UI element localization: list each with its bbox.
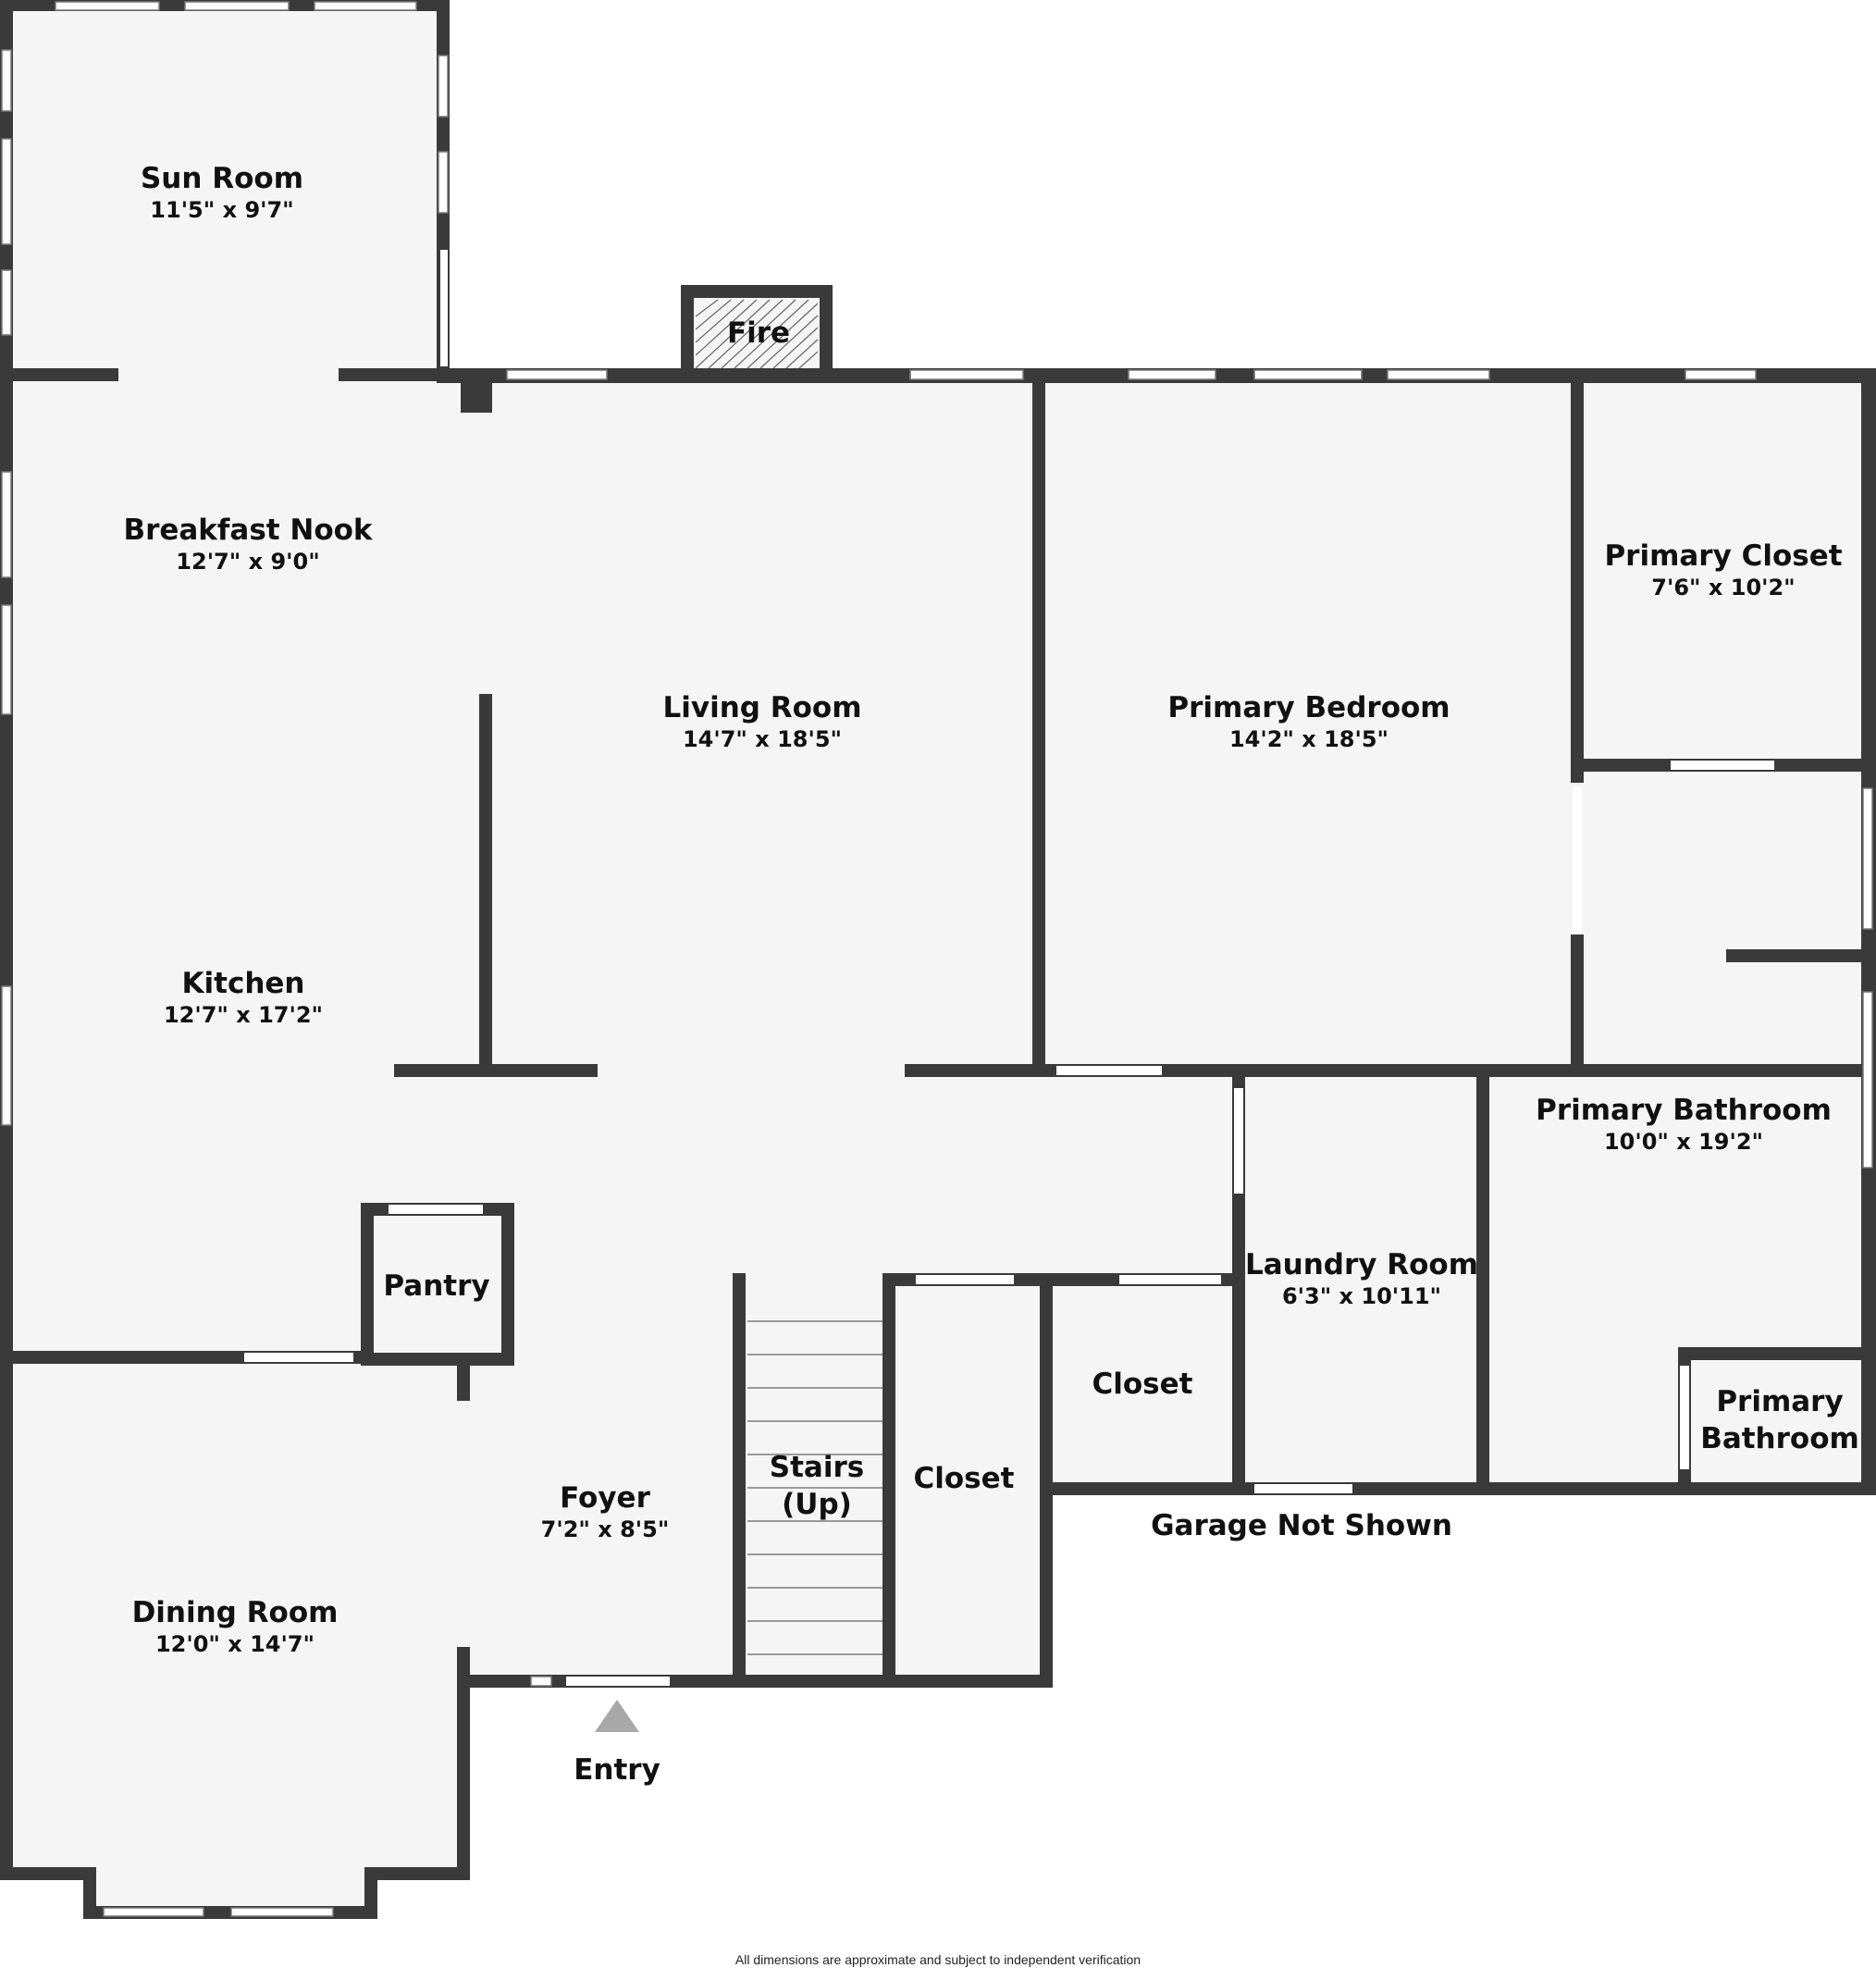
room-name: Living Room <box>662 691 862 724</box>
room-dimensions: 12'7" x 9'0" <box>176 549 320 575</box>
garage-note: Garage Not Shown <box>1151 1508 1452 1543</box>
room-dimensions: 7'2" x 8'5" <box>540 1516 670 1542</box>
room-dimensions: 10'0" x 19'2" <box>1603 1129 1764 1155</box>
room-stairs: Stairs (Up) <box>770 1449 864 1523</box>
room-name: Sun Room <box>140 162 304 195</box>
entry-note: Entry <box>574 1752 660 1788</box>
fireplace-label: Fire <box>727 316 790 351</box>
room-name: Closet <box>913 1462 1015 1495</box>
entry-label: Entry <box>574 1753 660 1787</box>
room-dimensions: 14'2" x 18'5" <box>1228 726 1389 752</box>
room-name: Fire <box>726 316 791 350</box>
room-dimensions: 12'7" x 17'2" <box>163 1002 324 1028</box>
room-primary-bedroom: Primary Bedroom 14'2" x 18'5" <box>1167 690 1450 753</box>
room-closet-hall: Closet <box>914 1461 1015 1496</box>
room-name: Primary Bathroom <box>1536 1094 1832 1127</box>
room-name-line1: Primary <box>1716 1385 1844 1418</box>
room-dimensions: 12'0" x 14'7" <box>154 1631 315 1657</box>
room-name-line2: Bathroom <box>1700 1422 1859 1455</box>
room-kitchen: Kitchen 12'7" x 17'2" <box>164 966 323 1029</box>
room-name: Primary Closet <box>1604 539 1843 573</box>
windows <box>1 1 1873 1917</box>
disclaimer-text: All dimensions are approximate and subje… <box>734 1952 1142 1967</box>
room-living-room: Living Room 14'7" x 18'5" <box>662 690 861 753</box>
room-primary-bathroom: Primary Bathroom 10'0" x 19'2" <box>1536 1093 1832 1156</box>
room-dining-room: Dining Room 12'0" x 14'7" <box>132 1595 339 1658</box>
room-dimensions: 11'5" x 9'7" <box>150 197 294 223</box>
room-name: Foyer <box>560 1481 650 1515</box>
room-name: Kitchen <box>181 967 305 1000</box>
room-dimensions: 7'6" x 10'2" <box>1651 575 1796 600</box>
room-name-line1: Stairs <box>769 1451 865 1484</box>
room-dimensions: 6'3" x 10'11" <box>1281 1283 1442 1309</box>
room-name: Closet <box>1092 1368 1193 1401</box>
room-name: Breakfast Nook <box>123 514 373 547</box>
room-name: Pantry <box>383 1269 490 1303</box>
room-breakfast-nook: Breakfast Nook 12'7" x 9'0" <box>123 513 372 576</box>
floor-area <box>7 7 1869 1913</box>
room-name: Laundry Room <box>1244 1248 1479 1281</box>
room-foyer: Foyer 7'2" x 8'5" <box>541 1480 670 1543</box>
room-pantry: Pantry <box>383 1269 489 1304</box>
room-name: Dining Room <box>131 1596 339 1629</box>
stair-treads <box>747 1320 882 1655</box>
entry-arrow-icon <box>595 1700 639 1732</box>
room-sun-room: Sun Room 11'5" x 9'7" <box>141 161 303 224</box>
room-primary-wc: Primary Bathroom <box>1700 1383 1859 1457</box>
door-openings <box>244 250 1774 1687</box>
room-closet-small: Closet <box>1092 1367 1193 1402</box>
room-primary-closet: Primary Closet 7'6" x 10'2" <box>1604 538 1842 601</box>
room-dimensions: 14'7" x 18'5" <box>682 726 843 752</box>
room-name-line2: (Up) <box>782 1488 852 1521</box>
fireplace-hatch <box>695 299 819 369</box>
room-name: Primary Bedroom <box>1167 691 1450 724</box>
garage-label: Garage Not Shown <box>1151 1509 1452 1542</box>
room-laundry-room: Laundry Room 6'3" x 10'11" <box>1245 1247 1478 1310</box>
